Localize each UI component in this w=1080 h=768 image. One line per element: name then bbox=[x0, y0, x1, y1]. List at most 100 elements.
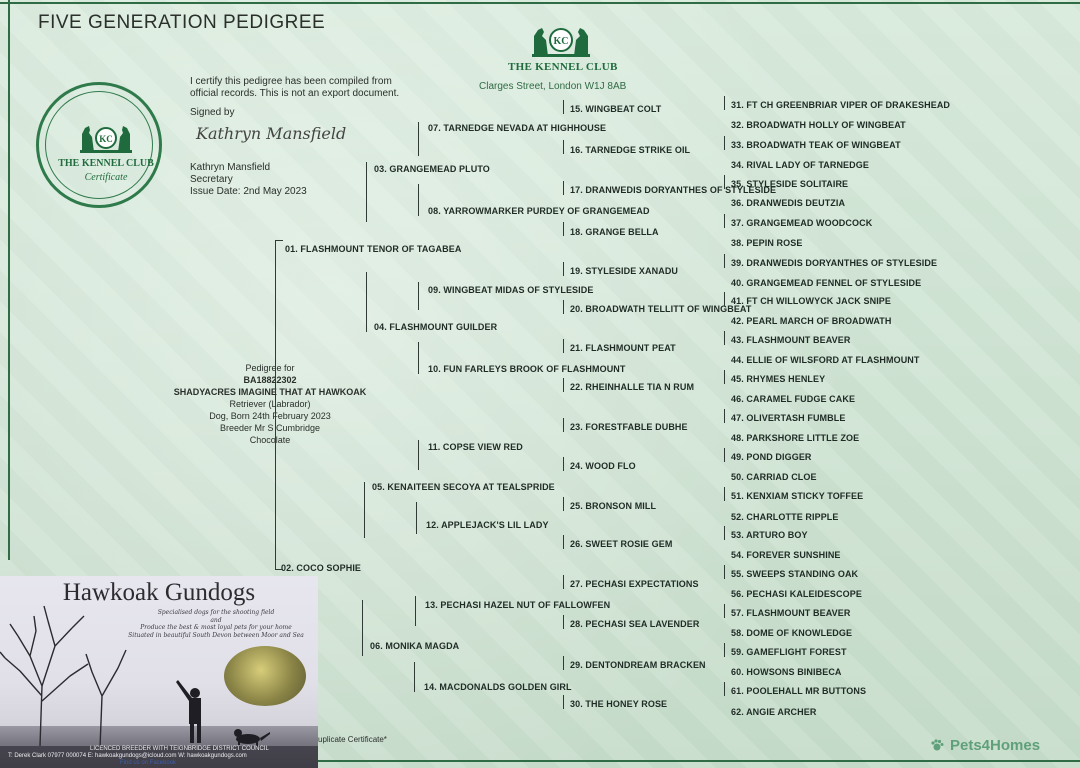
gen4-28: 28. PECHASI SEA LAVENDER bbox=[570, 619, 700, 629]
subject-dog-details: Pedigree for BA18822302 SHADYACRES IMAGI… bbox=[160, 362, 380, 446]
statement-line-1: I certify this pedigree has been compile… bbox=[190, 76, 392, 87]
bracket-gen5-8 bbox=[724, 370, 725, 384]
bottom-border-rule bbox=[300, 760, 1080, 762]
gen3-09: 09. WINGBEAT MIDAS OF STYLESIDE bbox=[428, 285, 594, 295]
bracket-gen5-13 bbox=[724, 565, 725, 579]
bracket-gen3-b bbox=[418, 184, 419, 216]
advert-scenery bbox=[0, 605, 318, 768]
bracket-gen5-14 bbox=[724, 604, 725, 618]
gen5-42: 42. PEARL MARCH OF BROADWATH bbox=[731, 316, 892, 326]
bracket-gen2-a bbox=[366, 162, 367, 222]
gen5-38: 38. PEPIN ROSE bbox=[731, 238, 803, 248]
bracket-gen5-16 bbox=[724, 682, 725, 696]
gen5-37: 37. GRANGEMEAD WOODCOCK bbox=[731, 218, 873, 228]
bracket-gen3-a bbox=[418, 122, 419, 156]
gen5-61: 61. POOLEHALL MR BUTTONS bbox=[731, 686, 867, 696]
gen3-07: 07. TARNEDGE NEVADA AT HIGHHOUSE bbox=[428, 123, 607, 133]
bracket-gen4-3 bbox=[563, 181, 564, 195]
bracket-gen2-d bbox=[362, 600, 363, 656]
gen5-60: 60. HOWSONS BINIBECA bbox=[731, 667, 842, 677]
bracket-gen2-b bbox=[366, 272, 367, 332]
gen5-58: 58. DOME OF KNOWLEDGE bbox=[731, 628, 853, 638]
bracket-gen4-10 bbox=[563, 457, 564, 471]
bracket-gen4-4 bbox=[563, 222, 564, 236]
gen4-16: 16. TARNEDGE STRIKE OIL bbox=[570, 145, 691, 155]
advert-title: Hawkoak Gundogs bbox=[62, 579, 256, 606]
bracket-gen5-9 bbox=[724, 409, 725, 423]
subject-registration: BA18822302 bbox=[243, 375, 297, 385]
shooter-silhouette-icon bbox=[176, 680, 201, 743]
dog-silhouette-icon bbox=[234, 729, 270, 749]
gen4-15: 15. WINGBEAT COLT bbox=[570, 104, 662, 114]
gen5-31: 31. FT CH GREENBRIAR VIPER OF DRAKESHEAD bbox=[731, 100, 951, 110]
gen5-35: 35. STYLESIDE SOLITAIRE bbox=[731, 179, 849, 189]
gen5-46: 46. CARAMEL FUDGE CAKE bbox=[731, 394, 856, 404]
bracket-gen1 bbox=[275, 240, 276, 570]
gen5-49: 49. POND DIGGER bbox=[731, 452, 812, 462]
bracket-gen5-5 bbox=[724, 254, 725, 268]
signed-by-label: Signed by bbox=[190, 107, 235, 118]
advert-licence: LICENCED BREEDER WITH TEIGNBRIDGE DISTRI… bbox=[90, 746, 269, 752]
gen5-50: 50. CARRIAD CLOE bbox=[731, 472, 817, 482]
gen4-30: 30. THE HONEY ROSE bbox=[570, 699, 668, 709]
top-border-rule bbox=[0, 2, 1080, 4]
subject-heading: Pedigree for bbox=[245, 363, 295, 373]
gen4-21: 21. FLASHMOUNT PEAT bbox=[570, 343, 676, 353]
seal-inner-ring: KC THE KENNEL CLUB Certificate bbox=[45, 91, 154, 199]
certificate-seal: KC THE KENNEL CLUB Certificate bbox=[36, 82, 162, 208]
bracket-gen2-c bbox=[364, 482, 365, 538]
bracket-gen5-3 bbox=[724, 175, 725, 189]
bracket-gen4-1 bbox=[563, 100, 564, 114]
gen4-20: 20. BROADWATH TELLITT OF WINGBEAT bbox=[570, 304, 752, 314]
advert-tagline-3: Produce the best & most loyal pets for y… bbox=[140, 624, 292, 631]
gen5-32: 32. BROADWATH HOLLY OF WINGBEAT bbox=[731, 120, 906, 130]
advert-tagline: Specialised dogs for the shooting field … bbox=[116, 609, 316, 639]
bracket-gen4-15 bbox=[563, 656, 564, 670]
bracket-gen3-e bbox=[418, 440, 419, 470]
seal-logo-icon: KC bbox=[80, 126, 132, 153]
bracket-gen5-7 bbox=[724, 331, 725, 345]
bracket-gen5-4 bbox=[724, 214, 725, 228]
bracket-gen5-10 bbox=[724, 448, 725, 462]
gen5-48: 48. PARKSHORE LITTLE ZOE bbox=[731, 433, 860, 443]
gen5-56: 56. PECHASI KALEIDESCOPE bbox=[731, 589, 862, 599]
bracket-gen4-11 bbox=[563, 497, 564, 511]
bracket-gen3-c bbox=[418, 282, 419, 310]
gen5-44: 44. ELLIE OF WILSFORD AT FLASHMOUNT bbox=[731, 355, 920, 365]
bracket-gen4-12 bbox=[563, 535, 564, 549]
bracket-gen4-9 bbox=[563, 418, 564, 432]
gen4-25: 25. BRONSON MILL bbox=[570, 501, 657, 511]
signer-block: Kathryn Mansfield Secretary Issue Date: … bbox=[190, 162, 307, 198]
signer-title: Secretary bbox=[190, 174, 233, 185]
subject-breeder: Breeder Mr S Cumbridge bbox=[219, 423, 321, 433]
gen5-59: 59. GAMEFLIGHT FOREST bbox=[731, 647, 847, 657]
bracket-gen1-top bbox=[275, 240, 283, 241]
gen3-13: 13. PECHASI HAZEL NUT OF FALLOWFEN bbox=[425, 600, 611, 610]
gen5-51: 51. KENXIAM STICKY TOFFEE bbox=[731, 491, 864, 501]
certification-statement: I certify this pedigree has been compile… bbox=[190, 76, 399, 100]
bracket-gen4-7 bbox=[563, 339, 564, 353]
advert-facebook-link[interactable]: Find us on Facebook bbox=[120, 760, 177, 766]
gen4-17: 17. DRANWEDIS DORYANTHES OF STYLESIDE bbox=[570, 185, 777, 195]
gen5-34: 34. RIVAL LADY OF TARNEDGE bbox=[731, 160, 869, 170]
advert-tagline-4: Situated in beautiful South Devon betwee… bbox=[128, 631, 304, 639]
gen5-57: 57. FLASHMOUNT BEAVER bbox=[731, 608, 851, 618]
gen3-14: 14. MACDONALDS GOLDEN GIRL bbox=[424, 682, 572, 692]
bracket-gen5-6 bbox=[724, 292, 725, 306]
gen4-24: 24. WOOD FLO bbox=[570, 461, 636, 471]
gen5-41: 41. FT CH WILLOWYCK JACK SNIPE bbox=[731, 296, 892, 306]
gen3-11: 11. COPSE VIEW RED bbox=[428, 442, 523, 452]
gen5-36: 36. DRANWEDIS DEUTZIA bbox=[731, 198, 846, 208]
issue-date: Issue Date: 2nd May 2023 bbox=[190, 186, 307, 197]
kc-logo-letters: KC bbox=[554, 36, 569, 47]
bracket-gen5-15 bbox=[724, 643, 725, 657]
gen3-12: 12. APPLEJACK'S LIL LADY bbox=[426, 520, 549, 530]
bracket-gen4-2 bbox=[563, 140, 564, 154]
subject-sex-birth: Dog, Born 24th February 2023 bbox=[209, 411, 331, 421]
bracket-gen1-bottom bbox=[275, 569, 283, 570]
seal-caption: Certificate bbox=[84, 172, 128, 183]
kennel-club-logo-icon: KC bbox=[532, 28, 590, 57]
bracket-gen3-g bbox=[415, 596, 416, 626]
bracket-gen4-5 bbox=[563, 262, 564, 276]
